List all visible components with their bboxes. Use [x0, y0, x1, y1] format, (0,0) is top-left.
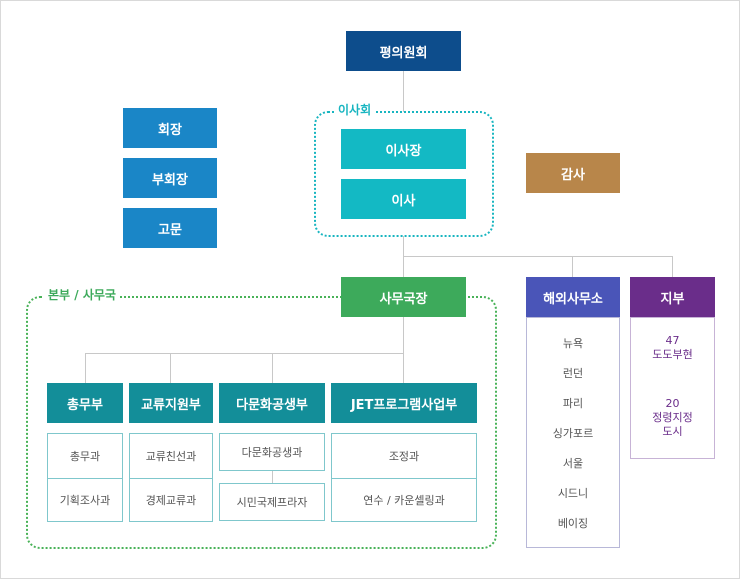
branch-prefectures-label: 도도부현	[652, 348, 693, 361]
office-singapore: 싱가포르	[552, 427, 594, 440]
office-paris: 파리	[562, 397, 584, 410]
connector-council-to-board	[403, 71, 404, 112]
secretariat-group-label: 본부 / 사무국	[44, 286, 120, 303]
audit-box: 감사	[526, 153, 620, 193]
branch-cities-label-2: 도시	[662, 425, 683, 438]
unit-exchange-friendship: 교류친선과	[145, 449, 197, 463]
branch-cities-label: 정령지정	[652, 411, 693, 424]
connector-dept-bar	[85, 353, 404, 354]
office-beijing: 베이징	[557, 517, 589, 530]
office-sydney: 시드니	[557, 487, 589, 500]
advisor-box: 고문	[123, 208, 217, 248]
branch-header: 지부	[630, 277, 715, 317]
vice-chairman-box: 부회장	[123, 158, 217, 198]
board-chair-box: 이사장	[341, 129, 466, 169]
unit-economic-exchange: 경제교류과	[145, 493, 197, 507]
office-seoul: 서울	[562, 457, 584, 470]
dept-multicultural: 다문화공생부	[219, 383, 325, 423]
connector-multicultural-units	[272, 471, 273, 483]
branch-list: 47 도도부현 20 정령지정 도시	[630, 317, 715, 459]
connector-to-dept-1	[85, 353, 86, 383]
board-director-box: 이사	[341, 179, 466, 219]
unit-coordination: 조정과	[388, 449, 420, 463]
dept-exchange-support: 교류지원부	[129, 383, 213, 423]
overseas-office-list: 뉴욕 런던 파리 싱가포르 서울 시드니 베이징	[526, 317, 620, 548]
dept-exchange-support-units	[129, 433, 213, 522]
unit-training-counseling: 연수 / 카운셀링과	[363, 493, 445, 507]
connector-to-branch	[672, 256, 673, 277]
secretariat-group-border	[26, 296, 497, 549]
dept-jet-program: JET프로그램사업부	[331, 383, 477, 423]
connector-head-to-depts	[403, 316, 404, 384]
connector-branch-bar	[403, 256, 673, 257]
connector-to-dept-3	[272, 353, 273, 383]
office-london: 런던	[562, 367, 584, 380]
connector-to-overseas	[572, 256, 573, 277]
unit-multicultural-coexistence: 다문화공생과	[219, 433, 325, 471]
branch-cities-count: 20	[665, 397, 680, 410]
council-box: 평의원회	[346, 31, 461, 71]
overseas-office-header: 해외사무소	[526, 277, 620, 317]
board-group-label: 이사회	[334, 101, 376, 118]
dept-general-affairs: 총무부	[47, 383, 123, 423]
dept-jet-program-units	[331, 433, 477, 522]
secretariat-head-box: 사무국장	[341, 277, 466, 317]
unit-citizen-international-plaza: 시민국제프라자	[219, 483, 325, 521]
dept-general-affairs-units	[47, 433, 123, 522]
branch-prefectures-count: 47	[665, 334, 680, 347]
unit-planning-research: 기획조사과	[59, 493, 111, 507]
unit-general-affairs: 총무과	[69, 449, 101, 463]
chairman-box: 회장	[123, 108, 217, 148]
board-group-border	[314, 111, 494, 237]
connector-to-dept-2	[170, 353, 171, 383]
office-newyork: 뉴욕	[562, 337, 584, 350]
